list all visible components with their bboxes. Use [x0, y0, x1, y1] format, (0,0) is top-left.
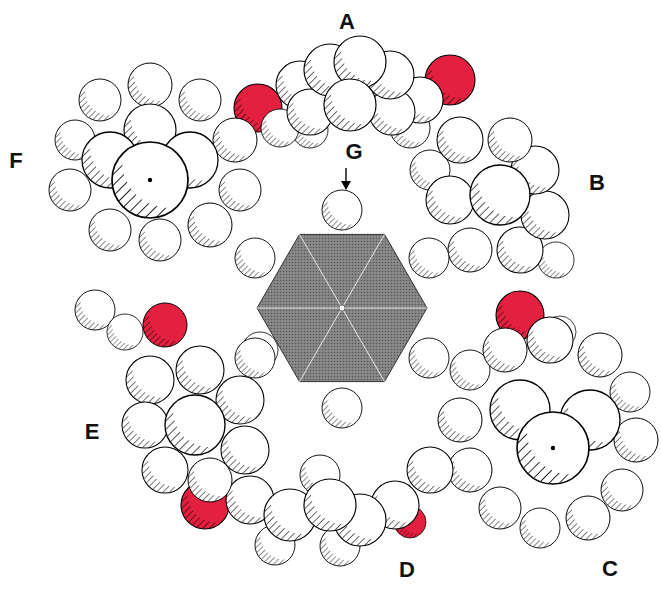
part-label: A: [339, 11, 355, 33]
part-label: B: [589, 172, 605, 194]
part-label: G: [345, 141, 362, 163]
pointer-arrow: [341, 168, 351, 190]
part-label: D: [399, 559, 415, 581]
guest-molecule: [235, 190, 449, 428]
part-label: C: [602, 558, 618, 580]
unit-c: [438, 317, 658, 548]
unit-b: [410, 117, 576, 348]
unit-f: [49, 63, 261, 261]
unit-e: [75, 290, 278, 502]
part-label: F: [9, 150, 22, 172]
part-label: E: [85, 421, 100, 443]
unit-d: [181, 447, 453, 566]
